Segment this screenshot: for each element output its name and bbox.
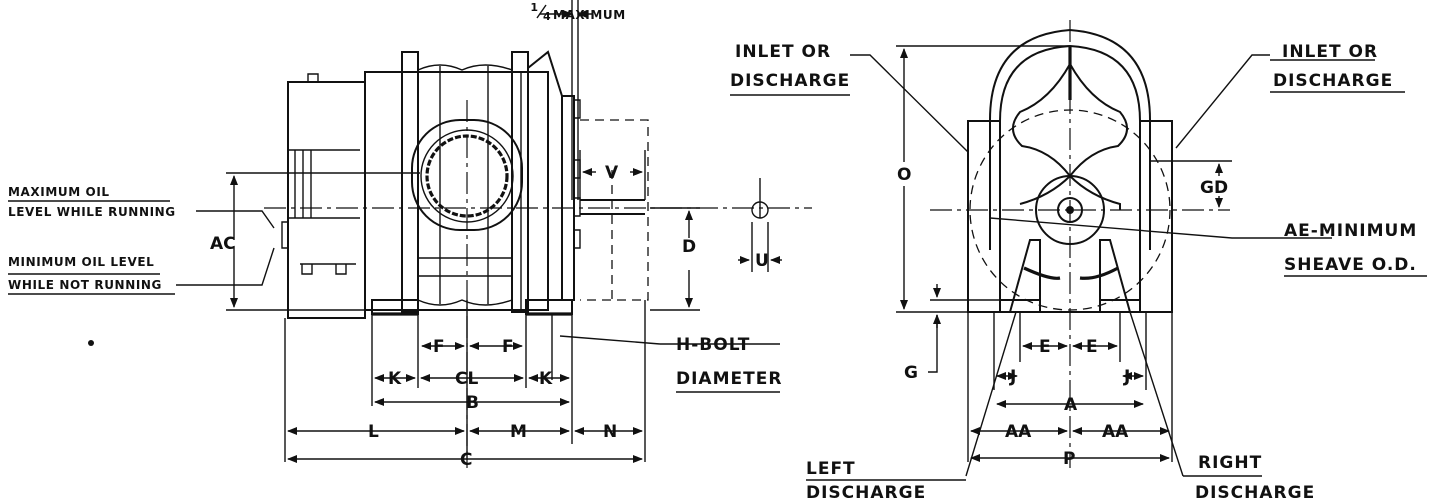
dim-aa-right: AA — [1102, 422, 1129, 442]
dim-gd: GD — [1200, 178, 1228, 198]
side-view: 1 4 MAXIMUM MAXIMUM OIL LEVEL WHILE RUNN… — [8, 0, 812, 470]
min-oil-line2: WHILE NOT RUNNING — [8, 278, 162, 292]
dim-m: M — [510, 422, 527, 442]
end-labels: INLET OR DISCHARGE INLET OR DISCHARGE AE… — [730, 42, 1427, 503]
end-legs — [1000, 239, 1140, 313]
dim-e-right: E — [1086, 337, 1098, 357]
end-centerlines — [930, 20, 1230, 468]
dim-f-left: F — [433, 337, 445, 357]
dim-n: N — [603, 422, 617, 442]
left-discharge-line2: DISCHARGE — [806, 483, 926, 503]
ae-line1: AE-MINIMUM — [1284, 221, 1417, 241]
dim-d: D — [682, 237, 696, 257]
end-dimension-lines — [850, 45, 1332, 477]
dim-g: G — [904, 363, 918, 383]
dim-k-right: K — [539, 369, 553, 389]
dim-e-left: E — [1039, 337, 1051, 357]
h-bolt-line1: H-BOLT — [676, 335, 750, 355]
dim-v: V — [605, 163, 619, 183]
dim-ac: AC — [210, 234, 236, 254]
dim-cl: CL — [455, 369, 478, 389]
ae-line2: SHEAVE O.D. — [1284, 255, 1417, 275]
dim-p: P — [1063, 449, 1075, 469]
max-oil-line2: LEVEL WHILE RUNNING — [8, 205, 176, 219]
svg-text:1: 1 — [530, 1, 538, 14]
inlet-right-line2: DISCHARGE — [1273, 71, 1393, 91]
min-oil-line1: MINIMUM OIL LEVEL — [8, 255, 154, 269]
dim-j-left: J — [1009, 367, 1016, 387]
dim-c: C — [460, 450, 472, 470]
drive-shaft — [580, 119, 649, 301]
dim-o: O — [897, 165, 911, 185]
cylinder-body — [364, 51, 549, 313]
side-centerlines — [264, 100, 812, 468]
dim-aa-left: AA — [1005, 422, 1032, 442]
dim-f-right: F — [502, 337, 514, 357]
stray-dot — [88, 340, 94, 346]
side-dimension-lines — [176, 0, 782, 463]
quarter-numerator: 1 — [530, 1, 538, 14]
end-view: INLET OR DISCHARGE INLET OR DISCHARGE AE… — [730, 20, 1427, 503]
inlet-left-line2: DISCHARGE — [730, 71, 850, 91]
dim-j-right: J — [1123, 367, 1130, 387]
left-discharge-line1: LEFT — [806, 459, 856, 479]
gear-box-housing — [281, 73, 366, 319]
dim-k-left: K — [388, 369, 402, 389]
right-discharge-line2: DISCHARGE — [1195, 483, 1315, 503]
dim-b: B — [466, 393, 479, 413]
dim-u: U — [755, 251, 769, 271]
dim-l: L — [368, 422, 379, 442]
quarter-denominator: 4 — [543, 10, 551, 23]
quarter-maximum-label: MAXIMUM — [553, 8, 626, 22]
inlet-left-line1: INLET OR — [735, 42, 831, 62]
head-plate — [527, 50, 581, 301]
side-labels: 1 4 MAXIMUM MAXIMUM OIL LEVEL WHILE RUNN… — [8, 1, 782, 470]
inlet-right-line1: INLET OR — [1282, 42, 1378, 62]
right-discharge-line1: RIGHT — [1198, 453, 1262, 473]
max-oil-line1: MAXIMUM OIL — [8, 185, 110, 199]
dim-a: A — [1064, 395, 1078, 415]
h-bolt-line2: DIAMETER — [676, 369, 782, 389]
